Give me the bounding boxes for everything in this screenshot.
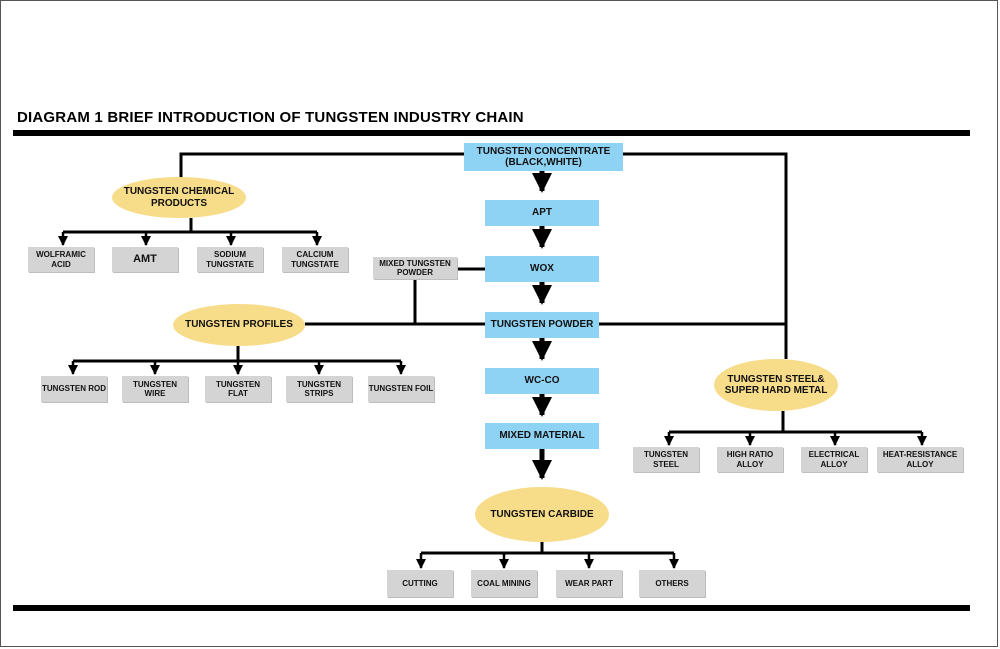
profiles-oval: TUNGSTEN PROFILES	[173, 304, 305, 346]
carbide-item-wear-part: WEAR PART	[556, 570, 622, 597]
steel-oval: TUNGSTEN STEEL& SUPER HARD METAL	[714, 359, 838, 411]
diagram-title: DIAGRAM 1 BRIEF INTRODUCTION OF TUNGSTEN…	[17, 109, 524, 126]
profile-item-rod: TUNGSTEN ROD	[41, 376, 107, 402]
profile-item-foil: TUNGSTEN FOIL	[368, 376, 434, 402]
steel-item-electrical-alloy: ELECTRICAL ALLOY	[801, 447, 867, 472]
powder-box: TUNGSTEN POWDER	[485, 312, 599, 338]
steel-item-high-ratio-alloy: HIGH RATIO ALLOY	[717, 447, 783, 472]
mixed-material-box: MIXED MATERIAL	[485, 423, 599, 449]
profile-item-wire: TUNGSTEN WIRE	[122, 376, 188, 402]
chem-item-sodium-tungstate: SODIUM TUNGSTATE	[197, 247, 263, 272]
steel-item-tungsten-steel: TUNGSTEN STEEL	[633, 447, 699, 472]
profile-item-strips: TUNGSTEN STRIPS	[286, 376, 352, 402]
chemical-products-oval: TUNGSTEN CHEMICAL PRODUCTS	[112, 177, 246, 218]
carbide-oval: TUNGSTEN CARBIDE	[475, 487, 609, 542]
line-concentrate-chemical	[179, 152, 464, 179]
line-concentrate-steel	[623, 152, 788, 359]
steel-item-heat-resistance-alloy: HEAT-RESISTANCE ALLOY	[877, 447, 963, 472]
bottom-rule	[13, 605, 970, 611]
carbide-item-coal-mining: COAL MINING	[471, 570, 537, 597]
chem-item-amt: AMT	[112, 247, 178, 272]
top-rule	[13, 130, 970, 136]
mixed-tungsten-powder-box: MIXED TUNGSTEN POWDER	[373, 257, 457, 279]
apt-box: APT	[485, 200, 599, 226]
concentrate-box: TUNGSTEN CONCENTRATE (BLACK,WHITE)	[464, 143, 623, 171]
chem-item-wolframic-acid: WOLFRAMIC ACID	[28, 247, 94, 272]
carbide-item-cutting: CUTTING	[387, 570, 453, 597]
wox-box: WOX	[485, 256, 599, 282]
profile-item-flat: TUNGSTEN FLAT	[205, 376, 271, 402]
carbide-item-others: OTHERS	[639, 570, 705, 597]
chem-item-calcium-tungstate: CALCIUM TUNGSTATE	[282, 247, 348, 272]
wcco-box: WC-CO	[485, 368, 599, 394]
